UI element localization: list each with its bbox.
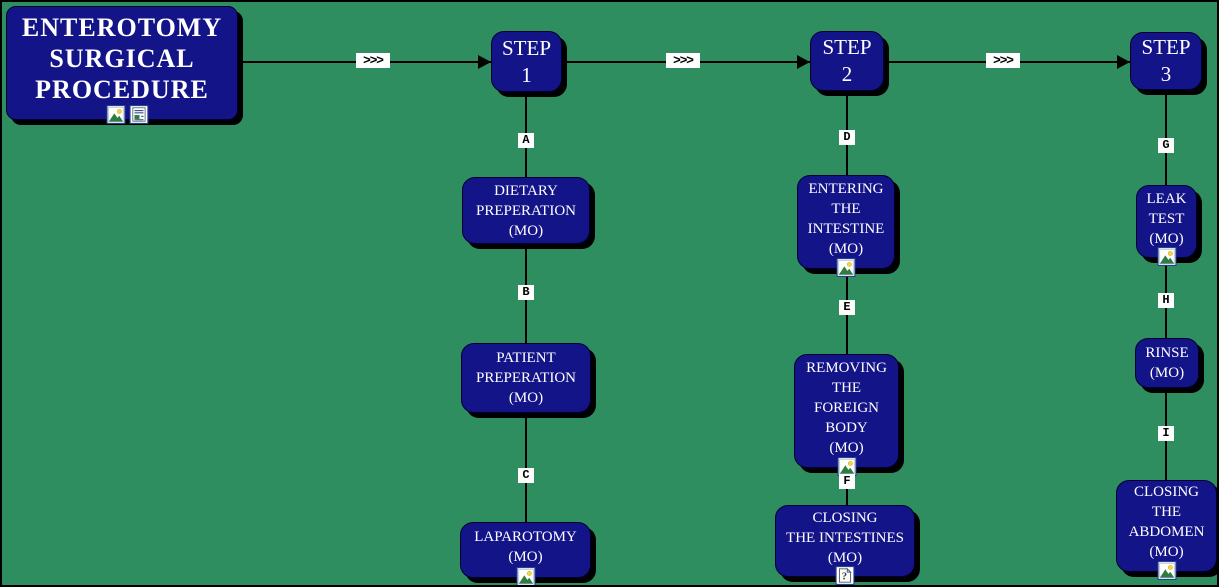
connector-label-e: E (839, 300, 855, 315)
connector-label-g: G (1158, 138, 1174, 153)
question-document-icon: ? (835, 566, 855, 585)
node-laparotomy[interactable]: LAPAROTOMY(MO) (460, 522, 591, 585)
step-title: STEP (1141, 35, 1191, 59)
picture-icon (836, 258, 856, 277)
transition-label-2: >>> (666, 53, 700, 68)
connector-label-c: C (518, 468, 534, 483)
transition-label-3: >>> (986, 53, 1020, 68)
connector-label-d: D (839, 130, 855, 145)
title-media-icons (106, 105, 149, 124)
step-title: STEP (501, 35, 551, 60)
node-step-2[interactable]: STEP 2 (810, 31, 884, 91)
step-number: 2 (841, 62, 853, 86)
flow-line-column-2 (846, 91, 848, 507)
arrowhead-icon (1117, 55, 1130, 69)
step-number: 1 (521, 62, 532, 87)
picture-icon (1157, 561, 1176, 580)
node-step-3[interactable]: STEP 3 (1130, 32, 1202, 90)
transition-label-1: >>> (356, 53, 390, 68)
node-rinse[interactable]: RINSE(MO) (1135, 338, 1199, 388)
picture-icon (516, 567, 535, 585)
node-step-1[interactable]: STEP 1 (491, 31, 562, 92)
step-number: 3 (1160, 62, 1172, 86)
connector-label-i: I (1158, 426, 1174, 441)
connector-label-f: F (839, 474, 855, 489)
flow-line-column-1 (525, 92, 527, 524)
flow-line-column-3 (1165, 90, 1167, 482)
arrowhead-icon (478, 55, 491, 69)
node-label: RINSE(MO) (1145, 345, 1189, 381)
picture-icon (837, 457, 856, 476)
picture-icon (106, 105, 126, 124)
connector-label-h: H (1158, 293, 1174, 308)
document-icon (129, 105, 149, 124)
connector-label-b: B (518, 285, 534, 300)
picture-icon (1157, 247, 1176, 266)
step-title: STEP (822, 35, 872, 59)
node-label: LAPAROTOMY(MO) (474, 529, 577, 565)
arrowhead-icon (797, 55, 810, 69)
connector-label-a: A (518, 133, 534, 148)
svg-text:?: ? (842, 572, 847, 583)
